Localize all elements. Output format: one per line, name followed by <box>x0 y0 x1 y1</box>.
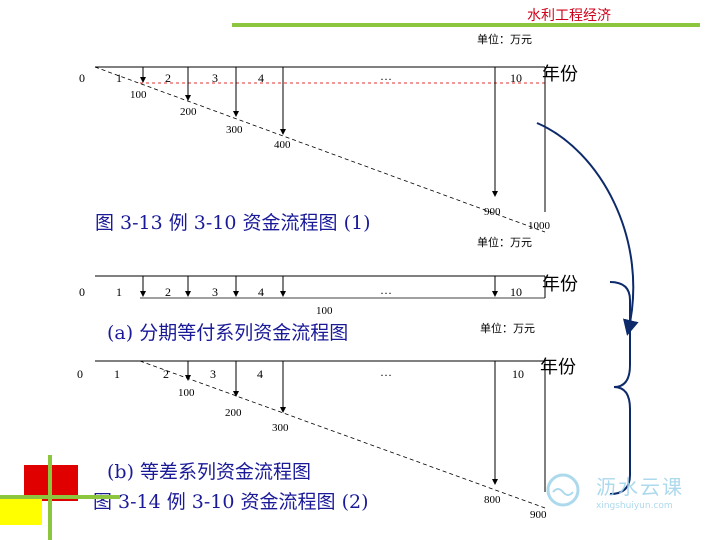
curly-brace <box>609 281 631 495</box>
payment-amount: 200 <box>180 106 197 118</box>
period-label-0: 0 <box>79 71 85 85</box>
unit-label: 单位：万元 <box>477 235 532 249</box>
diagram-fig-3-14a: 单位：万元 0 1 2 3 4 … 10 100 年份 (a) 分期等付系列资金… <box>79 235 578 344</box>
period-label-10: 10 <box>510 71 522 85</box>
payment-amount: 1000 <box>528 220 551 232</box>
payment-amount: 900 <box>530 509 547 521</box>
figure-caption: (a) 分期等付系列资金流程图 <box>107 322 348 344</box>
period-label-3: 3 <box>212 71 218 85</box>
payment-amount: 400 <box>274 139 291 151</box>
watermark: 沥水云课 xingshuiyun.com <box>546 473 684 511</box>
period-label-ellipsis: … <box>380 365 392 379</box>
period-label-1: 1 <box>114 367 120 381</box>
period-label-4: 4 <box>258 71 264 85</box>
year-label: 年份 <box>542 274 578 295</box>
year-label: 年份 <box>542 64 578 85</box>
watermark-name: 沥水云课 <box>596 475 684 499</box>
period-label-1: 1 <box>116 285 122 299</box>
wave-icon <box>552 488 574 496</box>
period-label-0: 0 <box>77 367 83 381</box>
diagram-fig-3-14b: 单位：万元 0 1 2 3 4 … 10 100 200 300 800 900… <box>77 321 576 521</box>
period-label-3: 3 <box>210 367 216 381</box>
period-label-4: 4 <box>257 367 263 381</box>
payment-amount: 100 <box>130 89 147 101</box>
period-label-0: 0 <box>79 285 85 299</box>
period-label-2: 2 <box>165 71 171 85</box>
decor-yellow-square <box>0 495 42 525</box>
payment-amount: 100 <box>178 387 195 399</box>
figure-caption: 图 3-13 例 3-10 资金流程图 (1) <box>95 212 370 234</box>
payment-amount: 300 <box>226 124 243 136</box>
gradient-dashed-line <box>139 360 546 509</box>
payment-amount: 200 <box>225 407 242 419</box>
period-label-2: 2 <box>163 367 169 381</box>
figure-caption: (b) 等差系列资金流程图 <box>107 461 311 483</box>
period-label-ellipsis: … <box>380 283 392 297</box>
unit-label: 单位：万元 <box>480 321 535 335</box>
period-label-10: 10 <box>512 367 524 381</box>
period-label-3: 3 <box>212 285 218 299</box>
curved-connector-arrow <box>536 122 639 336</box>
payment-amount: 300 <box>272 422 289 434</box>
course-title: 水利工程经济 <box>527 8 611 24</box>
year-label: 年份 <box>540 357 576 378</box>
period-label-2: 2 <box>165 285 171 299</box>
period-label-1: 1 <box>116 71 122 85</box>
period-label-ellipsis: … <box>380 69 392 83</box>
payment-amount: 900 <box>484 206 501 218</box>
period-label-4: 4 <box>258 285 264 299</box>
period-label-10: 10 <box>510 285 522 299</box>
unit-label: 单位：万元 <box>477 32 532 46</box>
payment-amount: 800 <box>484 494 501 506</box>
diagram-fig-3-13: 单位：万元 0 1 2 3 4 … 10 100 200 300 400 900… <box>79 32 578 234</box>
water-drop-icon <box>546 473 580 507</box>
figure-caption-3-14: 图 3-14 例 3-10 资金流程图 (2) <box>93 491 368 513</box>
watermark-url: xingshuiyun.com <box>596 501 673 511</box>
uniform-amount: 100 <box>316 305 333 317</box>
gradient-dashed-line <box>94 66 546 233</box>
